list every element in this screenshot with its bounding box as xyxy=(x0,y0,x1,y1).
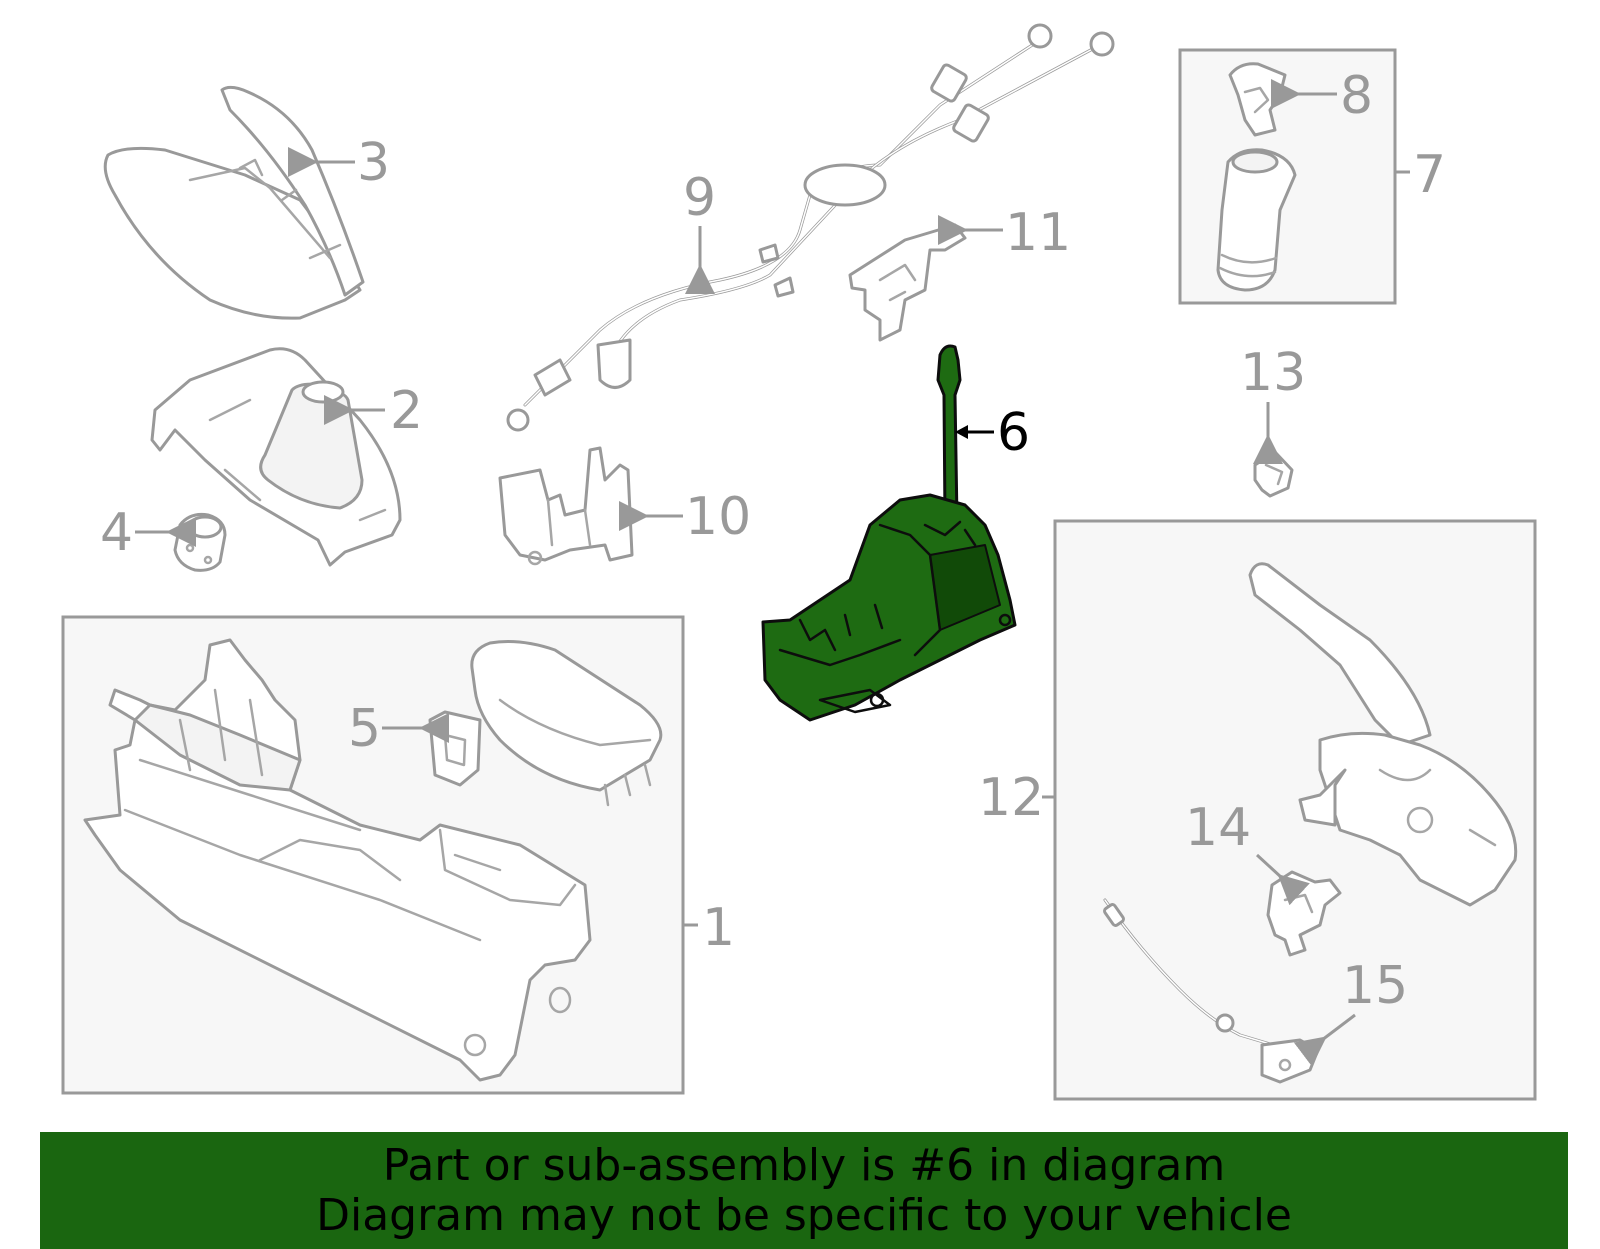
callout-4: 4 xyxy=(100,503,133,563)
part-7-shift-knob xyxy=(1216,148,1297,292)
part-1-armrest-lid xyxy=(470,640,663,807)
part-5-switch xyxy=(428,710,482,787)
callout-2: 2 xyxy=(390,381,423,441)
callout-15: 15 xyxy=(1342,956,1408,1016)
callout-9: 9 xyxy=(683,168,716,228)
callout-10: 10 xyxy=(685,487,751,547)
callout-8: 8 xyxy=(1340,66,1373,126)
part-9-shift-cables xyxy=(506,23,1115,432)
callout-5: 5 xyxy=(348,699,381,759)
leader-15 xyxy=(1293,1013,1356,1067)
banner-line-2: Diagram may not be specific to your vehi… xyxy=(316,1189,1292,1241)
part-13-clip xyxy=(1253,450,1294,498)
callout-13: 13 xyxy=(1240,343,1306,403)
callout-3: 3 xyxy=(357,133,390,193)
callout-14: 14 xyxy=(1185,798,1251,858)
part-12-parking-brake-lever xyxy=(1248,562,1518,907)
parts-diagram: 3 2 4 9 11 10 5 8 7 13 12 1 14 15 6 xyxy=(61,23,1537,1101)
part-10-bracket xyxy=(498,446,634,566)
callout-1: 1 xyxy=(702,898,735,958)
part-1-console-body xyxy=(83,638,592,1082)
callout-6: 6 xyxy=(997,403,1030,463)
banner-line-1: Part or sub-assembly is #6 in diagram xyxy=(382,1139,1226,1191)
info-banner: Part or sub-assembly is #6 in diagram Di… xyxy=(40,1132,1568,1249)
part-3-console-panel xyxy=(103,85,365,320)
part-4-bushing xyxy=(173,513,227,572)
leader-14 xyxy=(1255,853,1310,906)
leader-6-arrowhead xyxy=(955,425,968,439)
callout-11: 11 xyxy=(1005,203,1071,263)
callout-12: 12 xyxy=(978,768,1044,828)
part-6-shifter-assembly xyxy=(761,344,1017,722)
part-11-bracket xyxy=(848,223,967,342)
callout-7: 7 xyxy=(1413,145,1446,205)
